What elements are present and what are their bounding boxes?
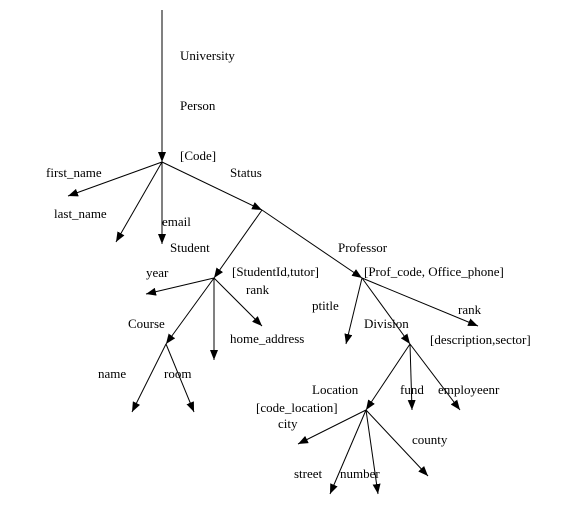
edge-status-node-to-student-node — [213, 209, 263, 279]
edge-course-node-to-room — [165, 343, 195, 413]
node-label-person: Person — [180, 98, 216, 113]
edge-location-node-to-county — [365, 409, 429, 477]
node-label-division-key: [description,sector] — [430, 332, 531, 347]
node-label-person-key: [Code] — [180, 148, 216, 163]
node-label-fund: fund — [400, 382, 424, 397]
edge-student-node-to-year — [145, 277, 215, 296]
node-label-home-address: home_address — [230, 331, 304, 346]
edge-person-node-to-first-name — [67, 161, 163, 197]
node-label-last-name: last_name — [54, 206, 107, 221]
node-label-student-key: [StudentId,tutor] — [232, 264, 319, 279]
node-label-location-key: [code_location] — [256, 400, 338, 415]
edge-professor-node-to-division-node — [361, 277, 411, 345]
node-label-university: University — [180, 48, 235, 63]
edge-person-node-to-last-name — [115, 161, 163, 243]
node-label-city: city — [278, 416, 298, 431]
node-label-email: email — [162, 214, 191, 229]
node-label-street: street — [294, 466, 323, 481]
node-label-student-rank: rank — [246, 282, 270, 297]
node-label-professor-rank: rank — [458, 302, 482, 317]
edge-professor-node-to-professor-rank — [361, 277, 479, 327]
node-label-status: Status — [230, 165, 262, 180]
edge-location-node-to-street — [329, 409, 367, 495]
node-label-course: Course — [128, 316, 165, 331]
node-label-student: Student — [170, 240, 210, 255]
node-label-room: room — [164, 366, 191, 381]
edge-status-node-to-professor-node — [261, 209, 363, 279]
edge-location-node-to-number — [365, 409, 381, 495]
edge-division-node-to-employeenr — [409, 343, 461, 411]
edge-professor-node-to-ptitle — [344, 277, 363, 345]
node-label-first-name: first_name — [46, 165, 102, 180]
edge-course-node-to-course-name — [131, 343, 167, 413]
node-label-professor-key: [Prof_code, Office_phone] — [364, 264, 504, 279]
edges-layer — [67, 10, 479, 495]
node-label-division: Division — [364, 316, 409, 331]
node-label-county: county — [412, 432, 448, 447]
node-label-number: number — [340, 466, 380, 481]
node-label-location: Location — [312, 382, 359, 397]
node-label-course-name: name — [98, 366, 126, 381]
edge-division-node-to-fund — [407, 343, 416, 411]
node-label-professor: Professor — [338, 240, 388, 255]
node-label-ptitle: ptitle — [312, 298, 339, 313]
edge-student-node-to-student-rank — [213, 277, 263, 327]
node-label-employeenr: employeenr — [438, 382, 500, 397]
node-label-year: year — [146, 265, 169, 280]
edge-person-node-to-status-node — [161, 161, 263, 211]
edge-division-node-to-location-node — [365, 343, 411, 411]
edge-student-node-to-course-node — [165, 277, 215, 345]
edge-location-node-to-city — [297, 409, 367, 445]
